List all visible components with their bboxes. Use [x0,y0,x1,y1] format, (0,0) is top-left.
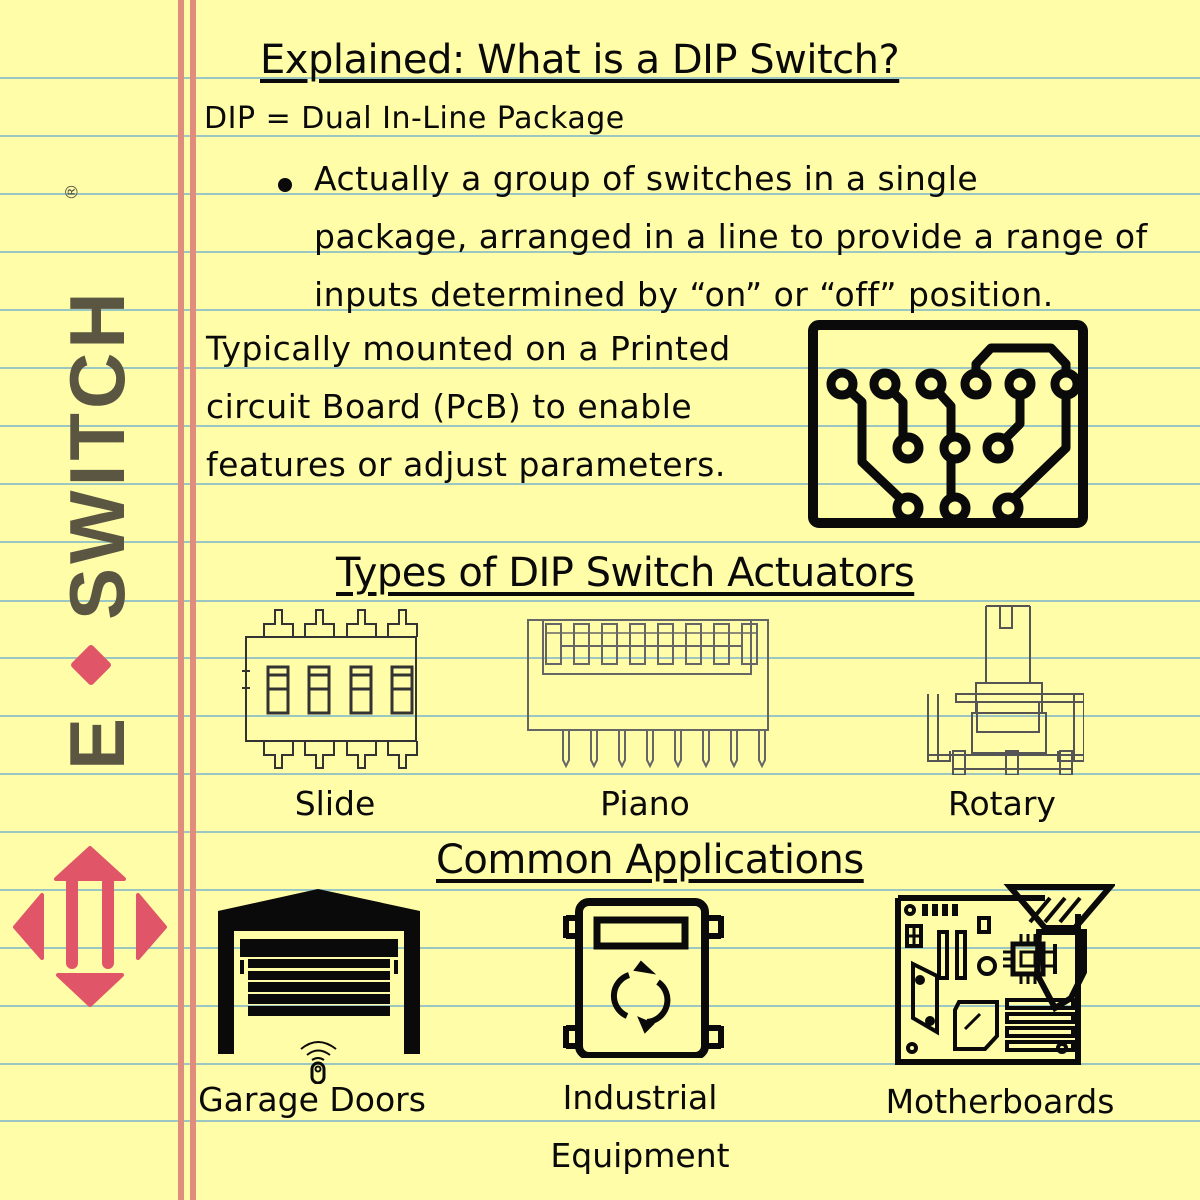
rule-line [0,541,1200,543]
rule-line [0,193,1200,195]
bullet-line: inputs determined by “on” or “off” posit… [314,275,1054,314]
pcb-description: Typically mounted on a Printed circuit B… [206,320,731,494]
rule-line [0,367,1200,369]
motherboards-label: Motherboards [885,1082,1115,1121]
rule-line [0,135,1200,137]
brand-name-switch: SWITCH [53,288,141,620]
rule-line [0,1120,1200,1122]
margin-line-left [178,0,184,1200]
pcb-line: features or adjust parameters. [206,445,726,484]
rule-line [0,309,1200,311]
industrial-label-line2: Equipment [550,1136,730,1175]
bullet-line: Actually a group of switches in a single [314,159,979,198]
rule-line [0,483,1200,485]
industrial-controller-icon [563,898,727,1058]
rule-line [0,1063,1200,1065]
rule-line [0,1005,1200,1007]
piano-label: Piano [600,784,690,823]
circuit-board-icon [806,318,1090,530]
rule-line [0,715,1200,717]
rule-line [0,889,1200,891]
rule-line [0,77,1200,79]
dip-definition: DIP = Dual In-Line Package [204,101,625,136]
applications-heading: Common Applications [436,837,864,883]
margin-line-right [190,0,196,1200]
slide-label: Slide [294,784,376,823]
bullet-text: Actually a group of switches in a single… [314,150,1148,324]
rule-line [0,657,1200,659]
bullet-icon [278,178,292,192]
slide-switch-diagram [240,605,420,770]
industrial-label-line1: Industrial [562,1078,718,1117]
rule-line [0,251,1200,253]
pcb-line: circuit Board (PcB) to enable [206,387,693,426]
page-title: Explained: What is a DIP Switch? [260,37,900,83]
registered-mark: ® [62,183,83,201]
rule-line [0,831,1200,833]
rule-line [0,773,1200,775]
brand-logo: E SWITCH ® [0,170,175,790]
e-switch-arrows-logo [10,843,170,1008]
actuators-heading: Types of DIP Switch Actuators [336,550,915,596]
bullet-line: package, arranged in a line to provide a… [314,217,1148,256]
diamond-icon [69,643,113,687]
motherboard-icon [895,884,1115,1066]
brand-name-e: E [53,713,141,770]
rule-line [0,425,1200,427]
garage-door-icon [218,889,420,1084]
rotary-label: Rotary [948,784,1056,823]
piano-switch-diagram [526,616,772,768]
rotary-switch-diagram [924,603,1084,775]
pcb-line: Typically mounted on a Printed [206,329,731,368]
rule-line [0,600,1200,602]
garage-doors-label: Garage Doors [198,1080,426,1119]
